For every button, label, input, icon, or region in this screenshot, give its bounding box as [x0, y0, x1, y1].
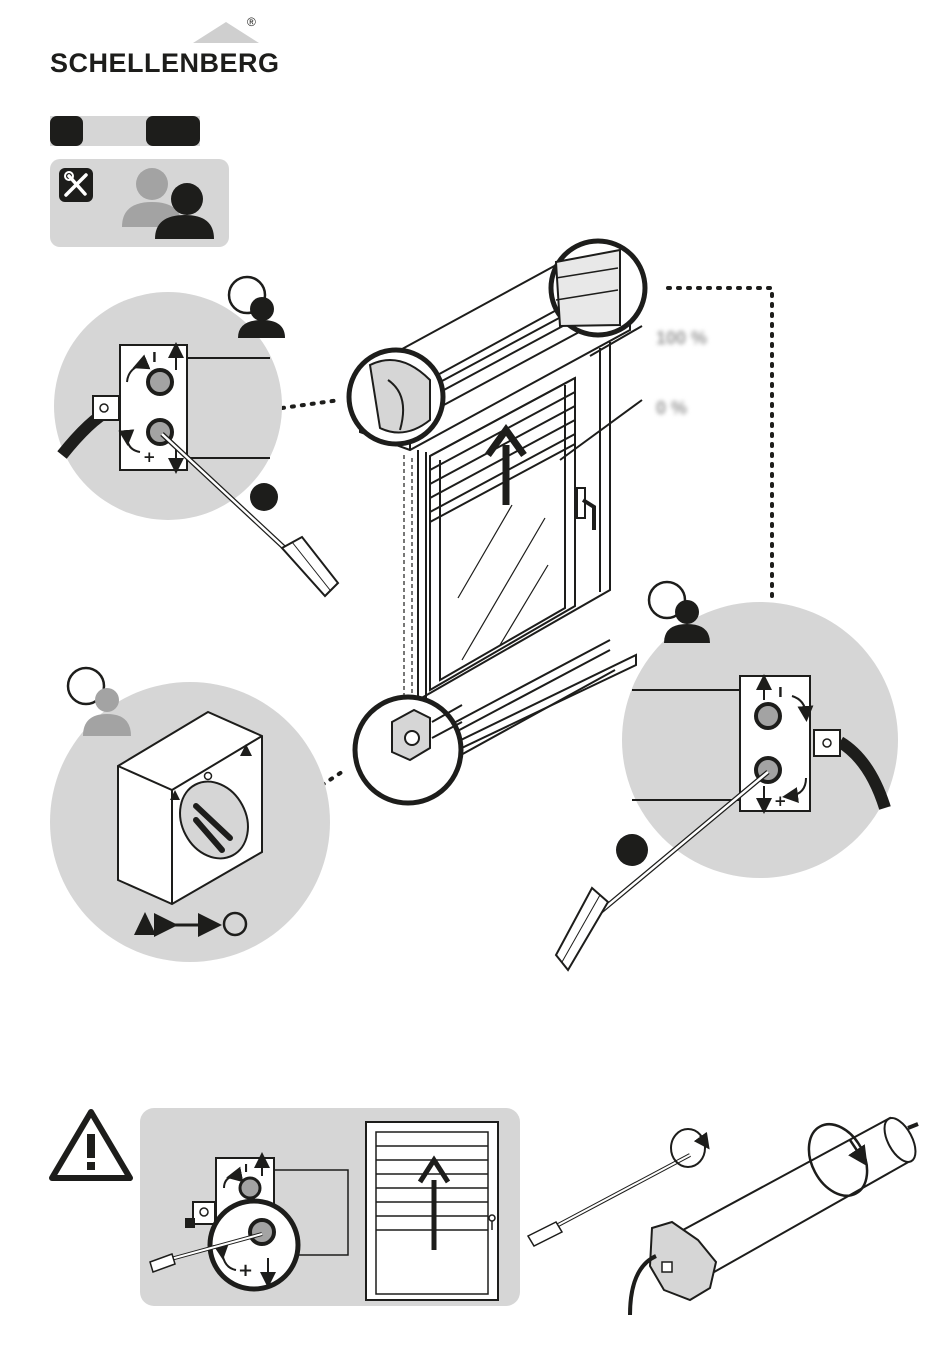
- warning-triangle-icon: [52, 1112, 130, 1178]
- svg-text:I: I: [244, 1162, 248, 1175]
- requirements-panel: [50, 159, 229, 247]
- zoom-roller-left: [349, 350, 443, 444]
- step-marker-right: [616, 834, 648, 866]
- tag-a: [50, 116, 83, 146]
- up-arrow-icon: [488, 430, 524, 505]
- svg-text:+: +: [774, 792, 787, 810]
- person-icon: [649, 582, 710, 643]
- header-tags: [50, 116, 200, 146]
- detail-left: I +: [54, 292, 338, 596]
- warning-panel: I +: [140, 1108, 520, 1306]
- step-marker-left: [250, 483, 278, 511]
- zoom-roller-right: [551, 241, 645, 335]
- tubular-motor: [630, 1113, 922, 1315]
- zoom-switch: [355, 697, 462, 803]
- brand-wordmark: SCHELLENBERG: [50, 48, 280, 79]
- detail-right: I +: [556, 602, 898, 970]
- tag-b: [146, 116, 200, 146]
- svg-text:I: I: [152, 351, 157, 366]
- position-bottom-label: 0 %: [656, 398, 687, 419]
- position-top-label: 100 %: [656, 328, 707, 349]
- svg-text:+: +: [238, 1260, 253, 1281]
- svg-text:+: +: [143, 448, 156, 466]
- registered-mark: ®: [247, 15, 256, 29]
- svg-text:I: I: [778, 686, 783, 701]
- screwdriver-wrench-icon: [59, 168, 93, 202]
